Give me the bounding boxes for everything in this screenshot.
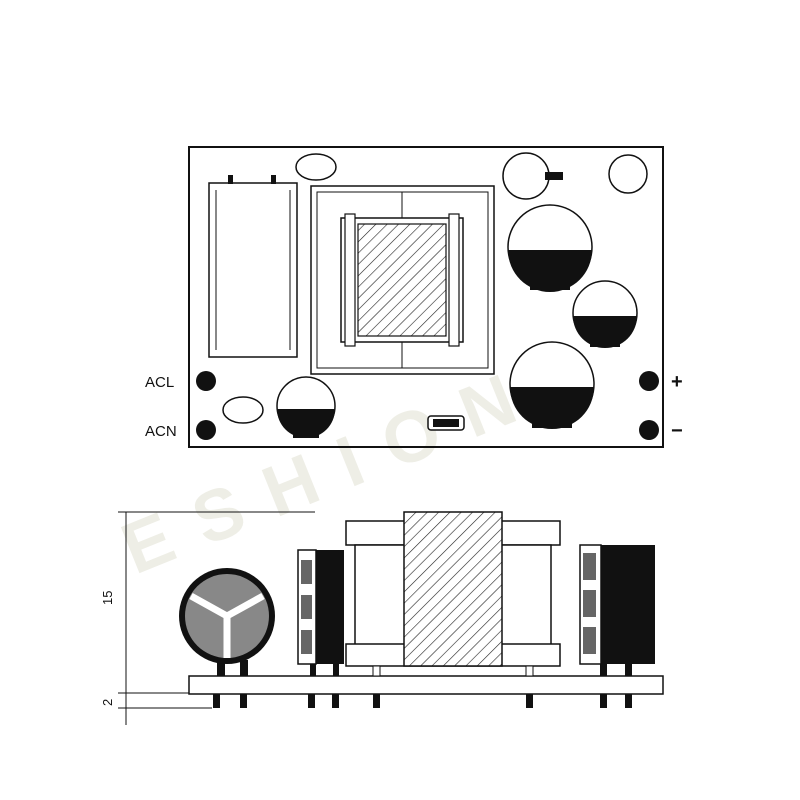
pcb-outline	[188, 146, 664, 448]
acl-label: ACL	[145, 374, 174, 391]
capacitor-3	[509, 341, 595, 429]
acl-pin	[196, 371, 216, 391]
minus-pin	[639, 420, 659, 440]
side-view: 15 2	[100, 511, 664, 725]
side-block-right	[579, 544, 655, 676]
capacitor-4	[276, 376, 336, 438]
transformer-top	[310, 185, 495, 375]
standoff-dimension: 2	[100, 699, 115, 706]
bottom-resistor	[427, 415, 465, 431]
left-component	[208, 175, 298, 358]
acn-pin	[196, 420, 216, 440]
top-view: ACL ACN + −	[145, 146, 683, 448]
minus-label: −	[671, 420, 683, 442]
capacitor-2	[572, 280, 638, 348]
small-pad	[545, 172, 563, 180]
side-pins	[213, 694, 632, 708]
plus-pin	[639, 371, 659, 391]
plus-label: +	[671, 371, 683, 393]
height-dimension: 15	[100, 591, 115, 605]
transformer-side	[345, 511, 561, 677]
acn-label: ACN	[145, 423, 177, 440]
side-capacitor	[179, 568, 275, 676]
side-block-left	[297, 549, 344, 676]
pcb-side	[188, 675, 664, 695]
top-oval-pad	[295, 153, 337, 181]
top-right-pad-2	[608, 154, 648, 194]
top-right-pad-1	[502, 152, 550, 200]
acn-oval	[222, 396, 264, 424]
dimension-lines	[118, 511, 315, 725]
capacitor-1	[507, 204, 593, 292]
